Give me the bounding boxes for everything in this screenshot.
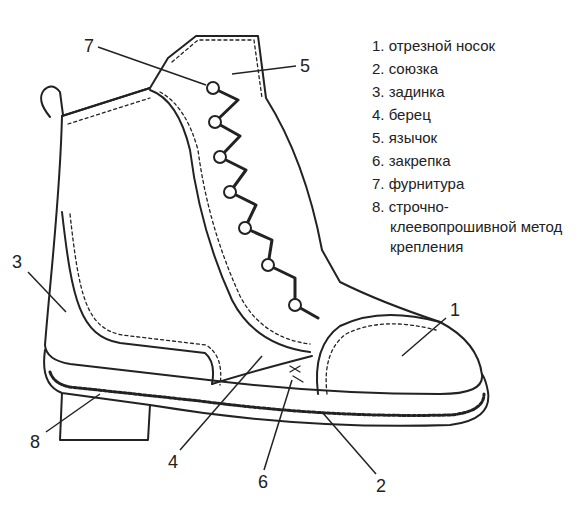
leader-line [180, 356, 262, 450]
key-entry: 1. отрезной носок [372, 36, 575, 56]
leader-line [402, 318, 446, 356]
eyelet [289, 299, 301, 311]
eyelet [209, 116, 221, 128]
toe-cap-seam [317, 315, 440, 394]
pull-tab [41, 86, 63, 117]
callout-number: 8 [30, 432, 40, 452]
leader-line [98, 47, 206, 85]
collar-stitching [68, 98, 150, 124]
leader-line [46, 394, 100, 432]
callout-number: 5 [300, 56, 310, 76]
callout-number: 7 [84, 36, 94, 56]
leader-line [264, 380, 292, 470]
callout-number: 3 [12, 252, 22, 272]
key-entry: 4. берец [372, 105, 575, 125]
callout-number: 6 [258, 472, 268, 492]
key-entry: 3. задинка [372, 82, 575, 102]
eyelet [262, 259, 274, 271]
leader-line [28, 272, 66, 312]
counter-stitching [70, 214, 221, 385]
callout-number: 2 [376, 476, 386, 496]
eyelet [214, 151, 226, 163]
bartack [290, 366, 303, 382]
lace [213, 88, 318, 318]
quarter-bottom-seam [212, 356, 312, 384]
leader-line [322, 412, 376, 474]
eyelet [239, 222, 251, 234]
key-entry: 8. строчно-клеевопрошивной метод креплен… [372, 197, 575, 257]
tongue-stitching [172, 40, 262, 98]
key-entry: 2. союзка [372, 59, 575, 79]
eyelet [207, 82, 219, 94]
leader-line [232, 66, 296, 74]
quarter-stitching [160, 92, 310, 344]
callout-number: 4 [168, 452, 178, 472]
key-entry: 7. фурнитура [372, 174, 575, 194]
toe-cap-stitching [326, 324, 436, 394]
key-entry: 6. закрепка [372, 151, 575, 171]
callout-number: 1 [450, 300, 460, 320]
eyelet [224, 186, 236, 198]
key-entry: 5. язычок [372, 128, 575, 148]
